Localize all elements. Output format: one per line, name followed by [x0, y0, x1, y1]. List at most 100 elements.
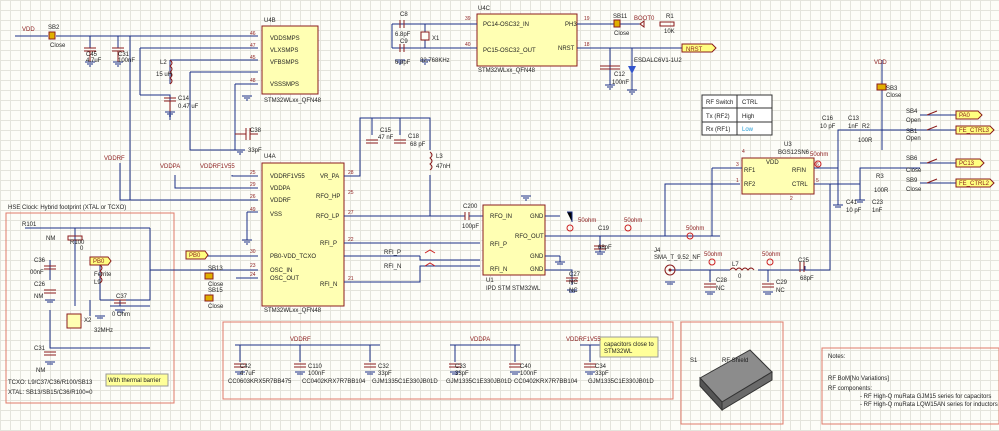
label-rf-shield: RF Shield	[722, 358, 748, 364]
pinnum-25: 25	[250, 170, 256, 176]
table-header-rf-switch: RF Switch	[706, 100, 733, 106]
pinnum-19: 19	[584, 16, 590, 22]
pinnum-2: 2	[790, 196, 793, 202]
pin-rfo-in: RFO_IN	[490, 214, 512, 220]
pinnum-49: 49	[250, 207, 256, 213]
pinnum-5: 5	[816, 178, 819, 184]
pin-rf1: RF1	[744, 168, 756, 174]
label-l3-val: 47nH	[436, 164, 450, 170]
label-50ohm-3: 50ohm	[686, 226, 704, 232]
label-u1-part: IPD STM STM32WL	[486, 286, 541, 292]
label-c41: C41	[846, 200, 858, 206]
net-vddrf-bottom: VDDRF	[290, 337, 311, 343]
pinnum-23: 23	[250, 263, 256, 269]
label-c15: C15	[380, 128, 392, 134]
label-c37-val: 0 Ohm	[112, 312, 130, 318]
label-c12-val: 100nF	[612, 80, 629, 86]
pin-vddrf: VDDRF	[270, 198, 291, 204]
label-r100-val: 0	[80, 246, 84, 252]
pin-ph3: PH3	[565, 22, 577, 28]
label-c25-val: 68pF	[800, 276, 814, 282]
label-u4a-part: STM32WLxx_QFN48	[264, 308, 322, 314]
label-l7-val: 0	[738, 274, 742, 280]
label-c28-val: NC	[716, 286, 725, 292]
j4-connector-icon	[664, 264, 676, 276]
label-x1: X1	[432, 36, 440, 42]
net-pb0-left: PB0	[189, 253, 201, 259]
label-sb6-close: Close	[906, 168, 922, 174]
ground-symbols	[45, 59, 865, 375]
label-u4a: U4A	[264, 154, 276, 160]
thermal-note: With thermal barrier	[108, 378, 161, 384]
notes-bom: RF BoM[No Variations]	[828, 376, 889, 382]
net-rfi-p-label: RFI_P	[384, 250, 401, 256]
label-r1-val: 10K	[664, 29, 675, 35]
pin-rfo-lp: RFO_LP	[316, 214, 339, 220]
label-c37: C37	[116, 294, 128, 300]
table-row2-value: Low	[742, 127, 754, 133]
label-c31-val: 100nF	[118, 58, 135, 64]
sb3-jumper	[876, 83, 887, 91]
pin-vr-pa: VR_PA	[320, 174, 339, 180]
pinnum-26: 26	[250, 194, 256, 200]
label-l9: L9	[94, 280, 101, 286]
label-c16: C16	[822, 116, 834, 122]
pinnum-6: 6	[816, 162, 819, 168]
label-c18: C18	[408, 134, 420, 140]
label-c110: C110	[308, 364, 323, 370]
label-c23: C23	[872, 200, 884, 206]
pinnum-29: 29	[250, 182, 256, 188]
pinnum-3: 3	[736, 162, 739, 168]
label-c26-val: NM	[34, 294, 43, 300]
pinnum-4: 4	[742, 149, 745, 155]
label-r1: R1	[666, 14, 674, 20]
net-pb0-clock: PB0	[93, 259, 105, 265]
notes-inductors: - RF High-Q muRata LQW15AN series for in…	[860, 402, 998, 408]
net-vdd-left: VDD	[22, 27, 35, 33]
label-c41-val: 10 pF	[846, 208, 862, 214]
label-c42-part: CC0603KRX5R7BB475	[228, 379, 292, 385]
pin-u1-rfi-p: RFI_P	[490, 242, 507, 248]
pc13-flag	[955, 158, 985, 168]
pin-vsssmps: VSSSMPS	[270, 82, 299, 88]
label-c34-val: 33pF	[595, 371, 609, 377]
sb11-jumper	[613, 19, 621, 28]
pin-nrst: NRST	[558, 46, 575, 52]
label-u4c: U4C	[478, 6, 491, 12]
label-50ohm-6: 50ohm	[810, 152, 828, 158]
label-c18-val: 68 pF	[410, 142, 426, 148]
label-u3: U3	[784, 142, 792, 148]
label-x2-val: 32MHz	[94, 328, 113, 334]
rf-shield-box	[680, 321, 784, 425]
label-r3: R3	[876, 174, 884, 180]
label-r2: R2	[862, 124, 870, 130]
label-c42-val: 4.7uF	[240, 371, 256, 377]
pinnum-46: 46	[250, 31, 256, 37]
pinnum-1: 1	[736, 178, 739, 184]
label-sb2: SB2	[48, 25, 60, 31]
table-header-ctrl: CTRL	[742, 100, 758, 106]
pin-ctrl: CTRL	[792, 182, 808, 188]
pinnum-30: 30	[250, 249, 256, 255]
pin-rf2: RF2	[744, 182, 756, 188]
net-vdd-right: VDD	[874, 60, 887, 66]
pin-rfi-n: RFI_N	[320, 282, 337, 288]
label-sb1: SB1	[906, 129, 918, 135]
hse-title: HSE Clock: Hybrid footprint (XTAL or TCX…	[8, 205, 126, 211]
pin-vdd: VDD	[766, 160, 779, 166]
label-c12: C12	[614, 72, 626, 78]
label-c29: C29	[776, 280, 788, 286]
label-c110-part: CC0402KRX7R7BB104	[302, 379, 366, 385]
label-c31b: C31	[34, 346, 46, 352]
pin-pc15: PC15-OSC32_OUT	[483, 48, 536, 54]
pinnum-27: 27	[348, 210, 354, 216]
label-s1: S1	[690, 358, 698, 364]
label-sb13-close: Close	[208, 282, 224, 288]
sb15-jumper	[204, 294, 214, 302]
u4a-block	[261, 162, 345, 307]
pin-u1-gnd3: GND	[530, 267, 544, 273]
label-ferrite: Ferrite	[94, 272, 112, 278]
label-l2: L2	[160, 60, 167, 66]
net-fe-ctrl3: FE_CTRL3	[959, 128, 990, 134]
